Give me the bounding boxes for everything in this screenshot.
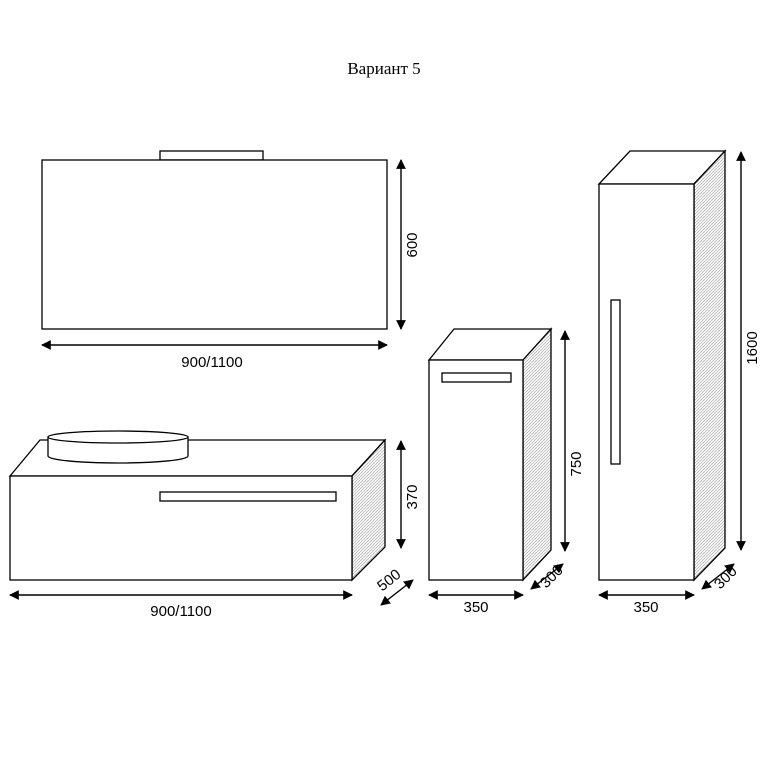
- vanity-unit: [8, 430, 387, 582]
- mirror-height-label: 600: [404, 232, 421, 257]
- small-cabinet: [427, 327, 553, 582]
- tall-cabinet-depth-dimension-line: [701, 563, 735, 590]
- mirror-panel: [41, 159, 388, 330]
- basin-rim: [47, 430, 189, 444]
- basin-body: [47, 436, 189, 464]
- mirror-width-label: 900/1100: [181, 354, 242, 371]
- tall-cabinet-depth-label: 300: [711, 563, 741, 593]
- vanity-height-label: 370: [404, 484, 421, 509]
- small-cabinet-depth-label: 300: [537, 562, 567, 592]
- small-cabinet-front: [428, 359, 524, 581]
- tall-cabinet: [597, 149, 727, 582]
- vanity-drawer-handle: [159, 491, 337, 502]
- small-cabinet-depth-dimension-line: [530, 563, 564, 590]
- small-cabinet-height-label: 750: [568, 451, 585, 476]
- vanity-depth-dimension-line: [380, 579, 414, 606]
- small-cabinet-width-label: 350: [463, 599, 488, 616]
- tall-cabinet-height-label: 1600: [744, 331, 761, 364]
- mirror-lamp: [159, 150, 264, 161]
- tall-cabinet-side: [693, 149, 726, 582]
- small-cabinet-handle: [441, 372, 512, 383]
- tall-cabinet-handle: [610, 299, 621, 465]
- mirror: [41, 150, 388, 330]
- diagram-title: Вариант 5: [347, 59, 420, 78]
- tall-cabinet-width-label: 350: [633, 599, 658, 616]
- small-cabinet-side: [522, 327, 552, 582]
- vanity-width-label: 900/1100: [150, 603, 211, 620]
